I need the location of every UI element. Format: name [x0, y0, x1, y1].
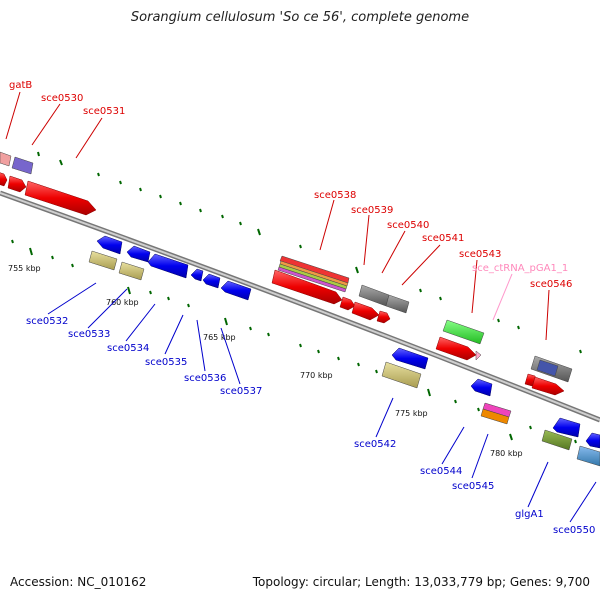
gene-label: sce0546 — [530, 279, 572, 290]
lower-tick-row — [11, 239, 577, 444]
kbp-label: 775 kbp — [395, 409, 428, 418]
gene-feature — [435, 336, 477, 361]
map-title: Sorangium cellulosum 'So ce 56', complet… — [130, 10, 470, 25]
gene-label: sce0542 — [354, 439, 396, 450]
forward-strand-genes — [0, 172, 565, 396]
gene-label: sce0543 — [459, 249, 501, 260]
gene-label: sce0550 — [553, 525, 595, 536]
gene-label: sce0535 — [145, 357, 187, 368]
gene-feature — [376, 310, 391, 324]
gene-label: gatB — [9, 80, 32, 91]
gene-feature — [190, 268, 204, 282]
gene-label: sce0540 — [387, 220, 429, 231]
gene-feature — [470, 378, 493, 397]
gene-feature — [552, 417, 581, 438]
gene-label: sce0533 — [68, 329, 110, 340]
kbp-label: 780 kbp — [490, 449, 523, 458]
rna-label: sce_ctRNA_pGA1_1 — [472, 263, 568, 274]
kbp-label: 765 kbp — [203, 333, 236, 342]
gene-feature — [536, 359, 559, 377]
forward-feature-boxes — [0, 151, 573, 383]
gene-label: sce0545 — [452, 481, 494, 492]
gene-label: glgA1 — [515, 509, 544, 520]
gene-feature — [385, 294, 410, 314]
gene-feature — [442, 319, 485, 345]
gene-feature — [358, 284, 390, 307]
kbp-label: 755 kbp — [8, 264, 41, 273]
kbp-label: 760 kbp — [106, 298, 139, 307]
gene-feature — [585, 432, 600, 449]
gene-label: sce0531 — [83, 106, 125, 117]
gene-feature — [339, 296, 356, 311]
gene-feature — [11, 156, 34, 175]
reverse-strand-genes — [96, 235, 600, 449]
gene-feature — [202, 273, 221, 289]
gene-feature — [391, 347, 429, 370]
gene-feature — [126, 245, 151, 263]
gene-feature — [0, 172, 8, 187]
gene-feature — [480, 408, 510, 425]
genome-backbone — [0, 190, 600, 423]
gene-feature — [88, 250, 118, 271]
gene-label: sce0544 — [420, 466, 462, 477]
gene-label: sce0539 — [351, 205, 393, 216]
gene-feature — [96, 235, 123, 255]
gene-feature — [147, 253, 189, 279]
gene-feature — [381, 361, 422, 389]
gene-feature — [118, 261, 145, 281]
gene-label: sce0530 — [41, 93, 83, 104]
gene-feature — [576, 445, 600, 467]
gene-label: sce0538 — [314, 190, 356, 201]
reverse-leader-lines — [47, 282, 597, 523]
gene-feature — [24, 180, 97, 216]
gene-feature — [0, 151, 12, 167]
gene-label: sce0534 — [107, 343, 149, 354]
upper-tick-row — [37, 151, 582, 354]
accession-text: Accession: NC_010162 — [10, 575, 147, 589]
forward-leader-lines — [5, 91, 550, 341]
kbp-label: 770 kbp — [300, 371, 333, 380]
gene-label: sce0532 — [26, 316, 68, 327]
gene-label: sce0541 — [422, 233, 464, 244]
gene-feature — [351, 301, 380, 321]
reverse-feature-boxes — [88, 250, 600, 467]
gene-feature — [7, 175, 27, 193]
topology-text: Topology: circular; Length: 13,033,779 b… — [252, 575, 590, 589]
rna-leader-line — [492, 273, 513, 321]
gene-feature — [277, 266, 347, 293]
gene-feature — [220, 280, 252, 301]
gene-feature — [271, 269, 343, 305]
gene-label: sce0536 — [184, 373, 226, 384]
gene-feature — [531, 376, 565, 396]
gene-feature — [541, 429, 573, 451]
gene-label: sce0537 — [220, 386, 262, 397]
gene-feature — [475, 350, 482, 361]
